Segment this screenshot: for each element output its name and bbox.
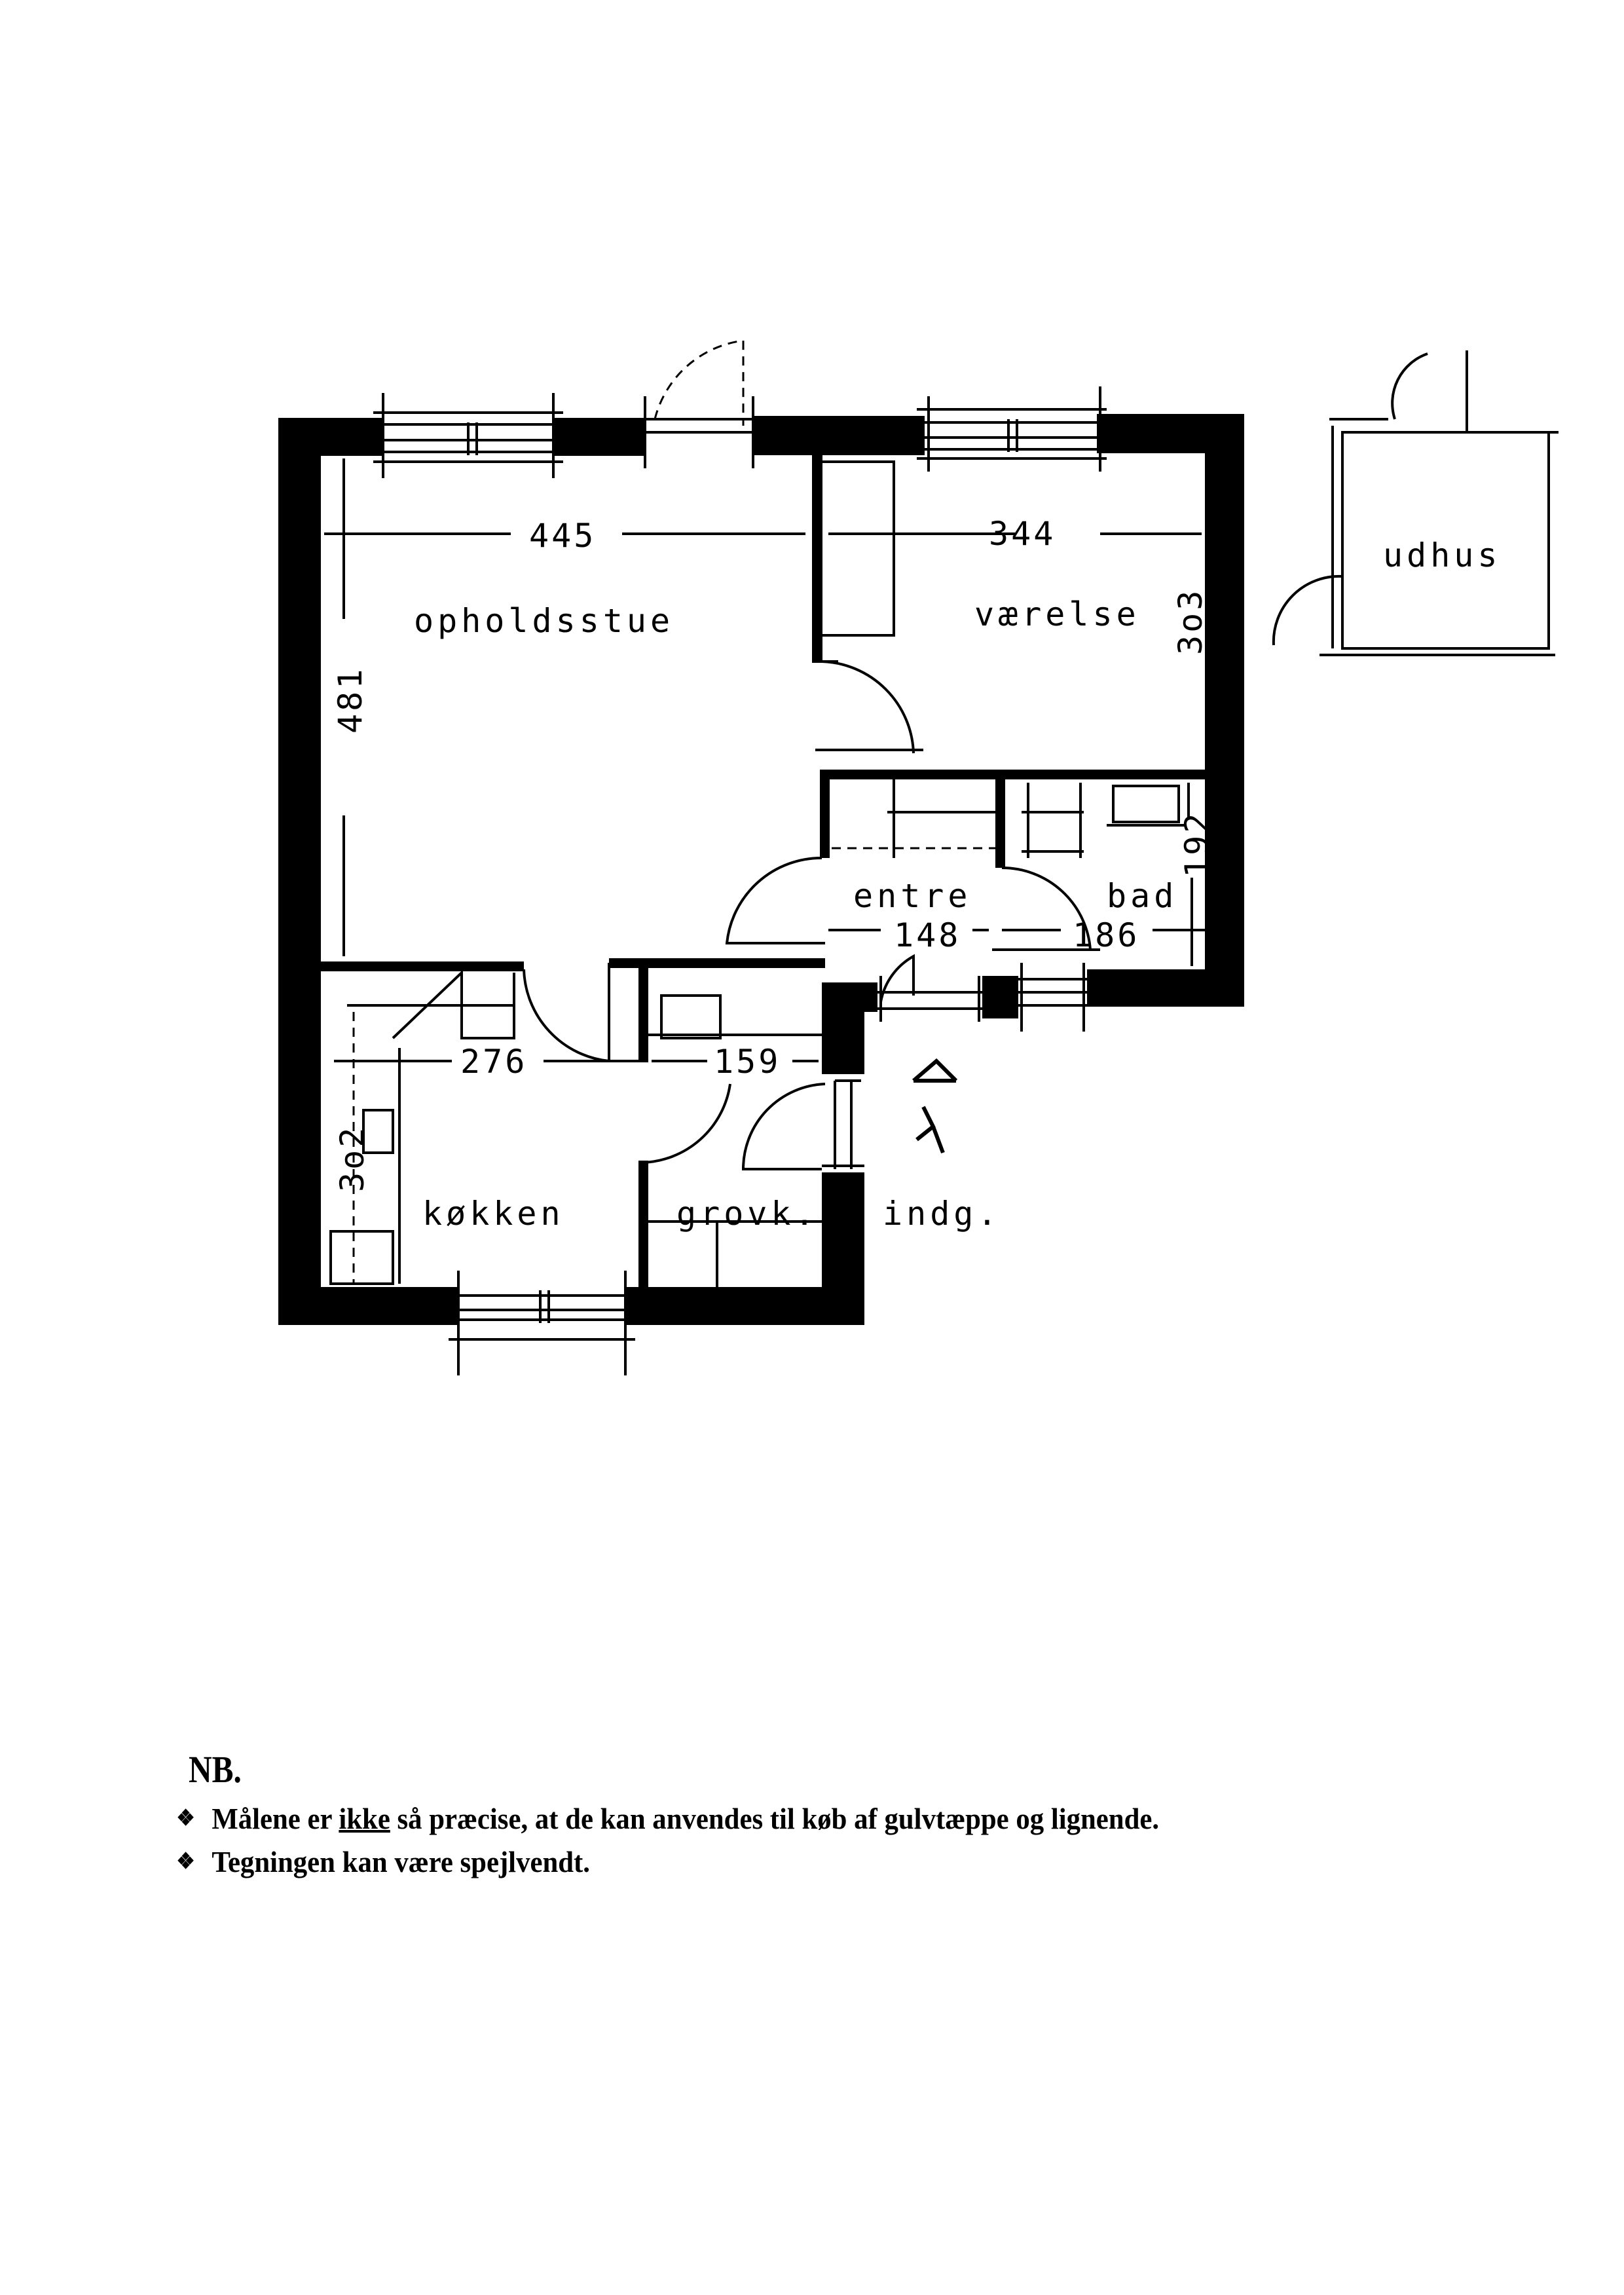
exterior-walls (278, 414, 1244, 1325)
dim-bath-width: 186 (1073, 916, 1139, 954)
note-text-underlined: ikke (339, 1801, 390, 1835)
notes-section: NB. ❖ Målene er ikke så præcise, at de k… (176, 1747, 1232, 1883)
room-label-udhus: udhus (1383, 536, 1502, 574)
room-label-bad: bad (1107, 877, 1177, 915)
note-text: Tegningen kan være spejlvendt. (212, 1844, 590, 1878)
windows (373, 386, 1107, 1375)
room-label-opholdsstue: opholdsstue (414, 602, 674, 640)
dim-kitchen-width: 276 (460, 1043, 527, 1081)
room-label-indgang: indg. (883, 1195, 1001, 1233)
diamond-bullet-icon: ❖ (176, 1806, 195, 1831)
dim-bedroom-width: 344 (989, 515, 1056, 553)
shed-outline (1320, 350, 1559, 656)
dim-utility-width: 159 (714, 1043, 781, 1081)
note-text-before: Målene er (212, 1801, 339, 1835)
note-item: ❖ Målene er ikke så præcise, at de kan a… (176, 1797, 1159, 1840)
dim-bath-depth: 192 (1178, 811, 1216, 878)
dimension-lines (324, 458, 1205, 1062)
dim-hall-width: 148 (894, 916, 961, 954)
room-label-grovkokken: grovk. (676, 1195, 819, 1233)
note-text: Målene er ikke så præcise, at de kan anv… (212, 1801, 1159, 1836)
door-swings (523, 339, 1343, 1170)
room-label-kokken: køkken (422, 1195, 564, 1233)
fixtures (329, 460, 1185, 1287)
dim-living-width: 445 (529, 517, 596, 555)
dim-living-depth: 481 (331, 667, 369, 734)
room-label-entre: entre (853, 877, 972, 915)
entrance-marker-icon (912, 1058, 958, 1154)
interior-walls (321, 455, 1213, 1288)
note-item: ❖ Tegningen kan være spejlvendt. (176, 1840, 1159, 1883)
dim-bedroom-depth: 3o3 (1172, 588, 1209, 655)
note-text-after: så præcise, at de kan anvendes til køb a… (390, 1801, 1160, 1835)
dim-kitchen-depth: 3o2 (333, 1125, 371, 1192)
room-label-vaerelse: værelse (974, 595, 1140, 633)
diamond-bullet-icon: ❖ (176, 1850, 195, 1874)
notes-heading: NB. (189, 1748, 242, 1791)
